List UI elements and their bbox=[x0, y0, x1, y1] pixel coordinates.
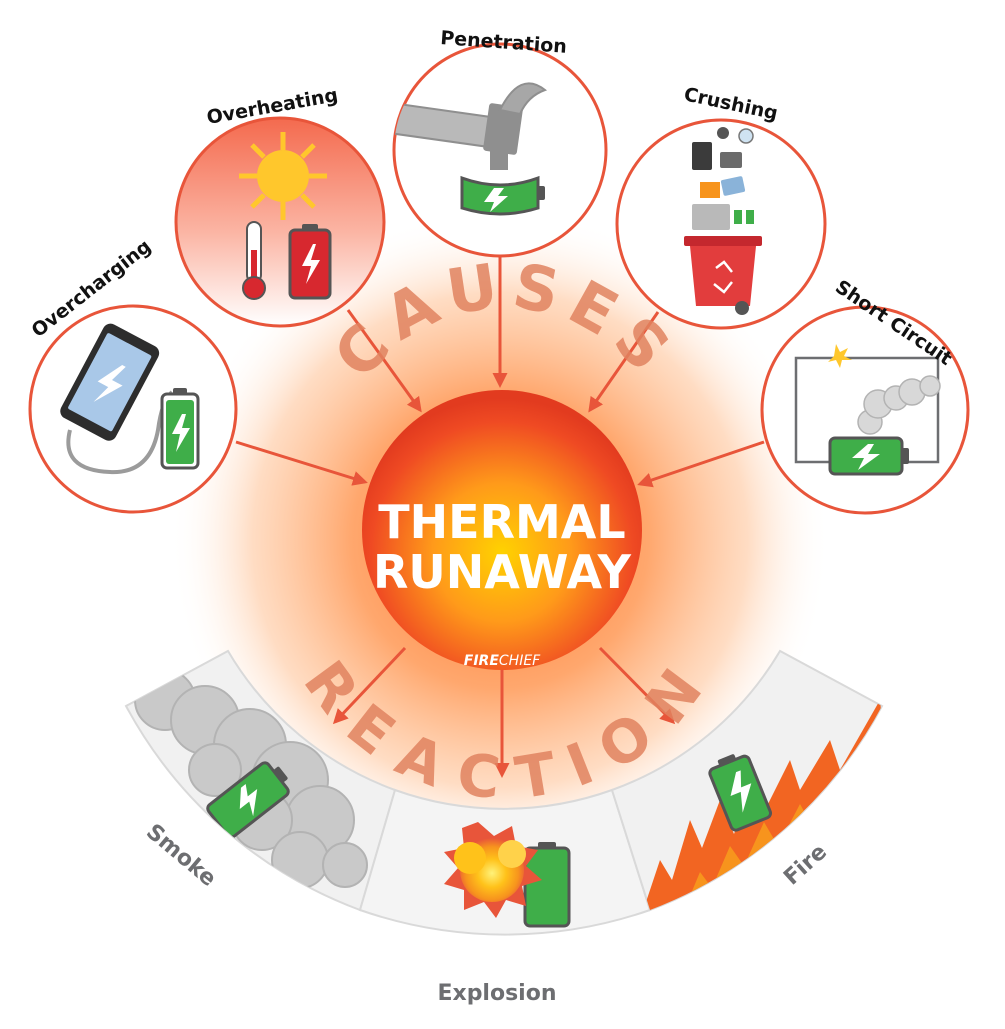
cause-label-crushing: Crushing bbox=[682, 83, 780, 124]
svg-text:FIRECHIEF: FIRECHIEF bbox=[464, 653, 541, 669]
smoke-battery-icon bbox=[134, 669, 368, 889]
reaction-arrows bbox=[332, 646, 676, 778]
reaction-label-explosion: Explosion bbox=[437, 981, 556, 1006]
cause-short-circuit: Short Circuit bbox=[760, 276, 970, 515]
cause-penetration: Penetration bbox=[392, 27, 608, 258]
center-title-line1: THERMAL bbox=[378, 495, 625, 549]
short-circuit-icon bbox=[794, 344, 941, 476]
trash-bin-icon bbox=[684, 127, 762, 315]
reaction-label-smoke: Smoke bbox=[141, 819, 221, 891]
cause-crushing: Crushing bbox=[615, 83, 827, 330]
thermal-runaway-core: THERMAL RUNAWAY FIRECHIEF bbox=[362, 390, 642, 670]
explosion-battery-icon bbox=[444, 822, 571, 928]
cause-arrows bbox=[235, 256, 765, 488]
sun-thermometer-icon bbox=[239, 132, 332, 300]
center-title-line2: RUNAWAY bbox=[373, 545, 632, 599]
cause-overheating: Overheating bbox=[174, 84, 386, 328]
firechief-logo: FIRECHIEF bbox=[464, 653, 541, 669]
hammer-icon bbox=[394, 82, 548, 216]
reaction-label-fire: Fire bbox=[779, 840, 832, 891]
phone-charging-icon bbox=[60, 323, 200, 475]
